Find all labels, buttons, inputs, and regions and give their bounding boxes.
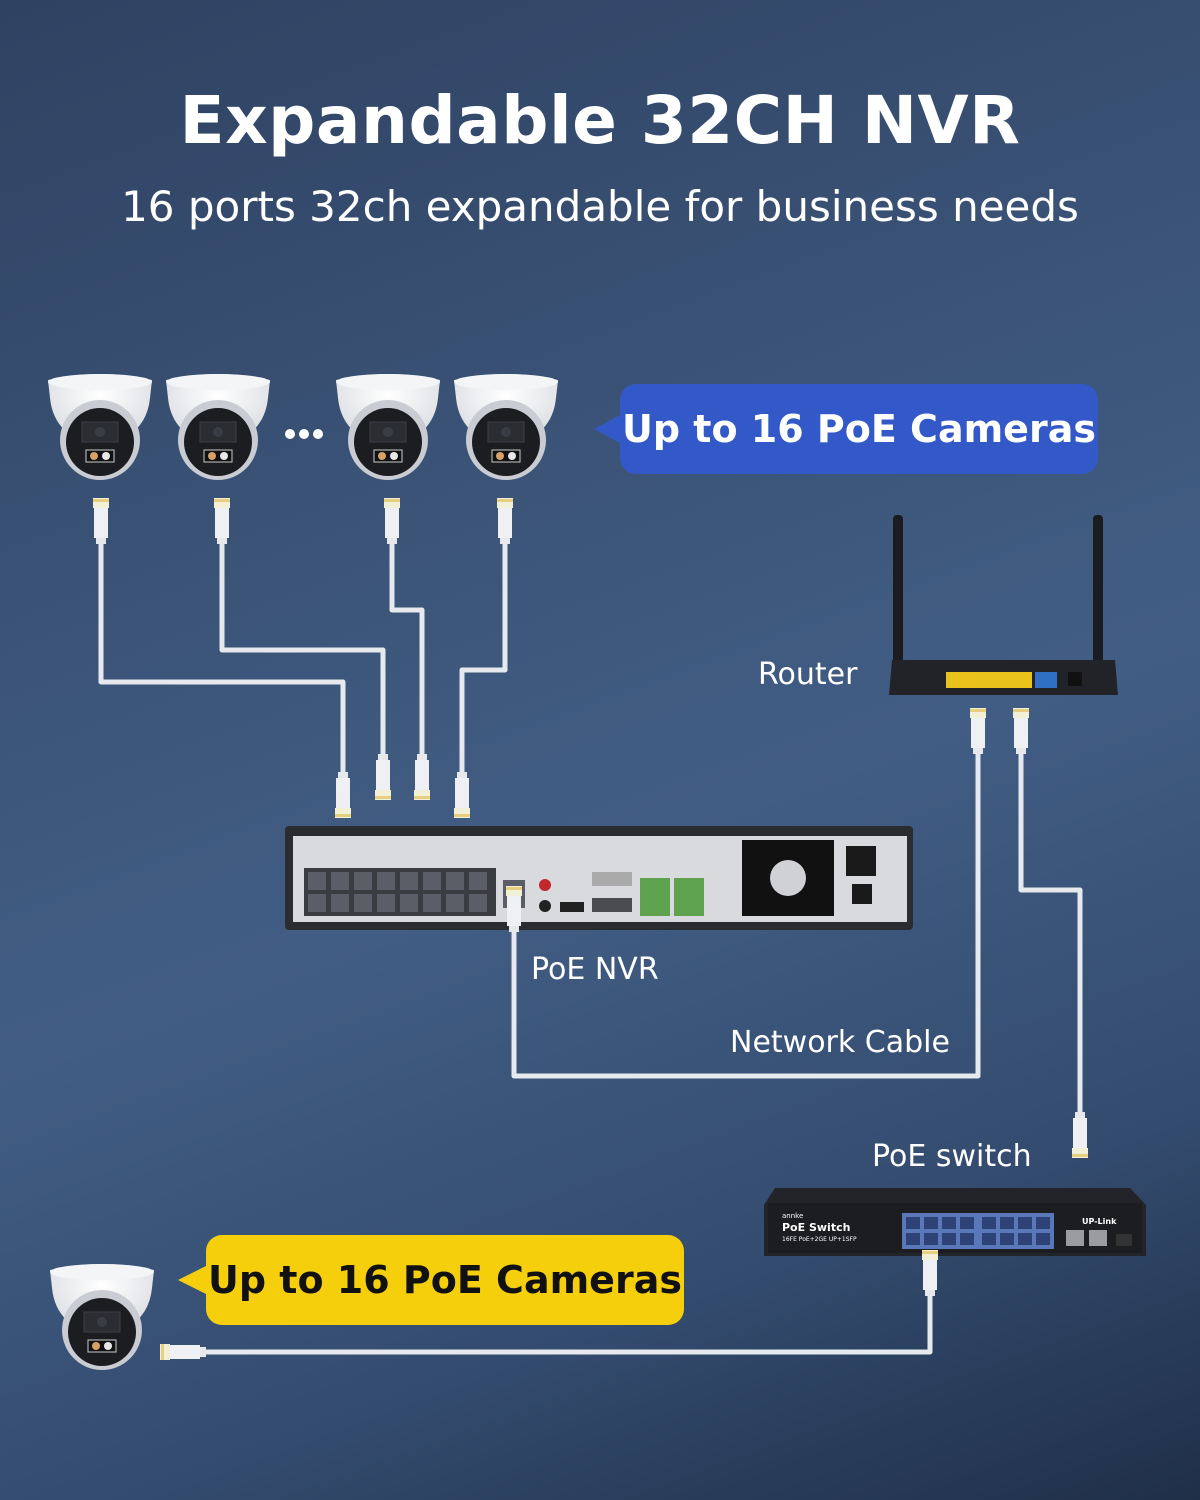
poe-switch-icon: annke PoE Switch 16FE PoE+2GE UP+1SFP UP… <box>764 1188 1146 1256</box>
router-label: Router <box>758 657 858 692</box>
dome-camera-icon <box>165 373 271 481</box>
switch-brand: annke <box>782 1212 803 1220</box>
switch-spec: 16FE PoE+2GE UP+1SFP <box>782 1236 857 1243</box>
rj45-connector-icon <box>970 708 1088 1158</box>
rj45-connector-icon <box>335 754 470 818</box>
switch-to-camera-cable <box>200 1290 933 1355</box>
network-cable-label: Network Cable <box>730 1025 950 1060</box>
dome-camera-icon <box>335 373 441 481</box>
bottom-cameras-callout: Up to 16 PoE Cameras <box>178 1235 684 1325</box>
switch-name: PoE Switch <box>782 1221 850 1234</box>
page-subtitle: 16 ports 32ch expandable for business ne… <box>121 182 1079 231</box>
router-icon <box>889 515 1118 695</box>
switch-uplink-label: UP-Link <box>1082 1217 1117 1226</box>
ellipsis-dots <box>285 429 323 439</box>
poe-switch-label: PoE switch <box>872 1139 1032 1174</box>
nvr-label: PoE NVR <box>531 952 659 987</box>
nvr-icon <box>285 826 913 930</box>
camera-cables <box>98 540 508 780</box>
top-cameras-callout: Up to 16 PoE Cameras <box>594 384 1098 474</box>
rj45-connector-icon <box>93 498 513 544</box>
dome-camera-icon <box>49 1263 155 1371</box>
router-cables <box>511 740 1083 1120</box>
dome-camera-icon <box>453 373 559 481</box>
dome-camera-icon <box>47 373 153 481</box>
page-title: Expandable 32CH NVR <box>179 82 1021 159</box>
rj45-connector-icon <box>506 886 522 932</box>
